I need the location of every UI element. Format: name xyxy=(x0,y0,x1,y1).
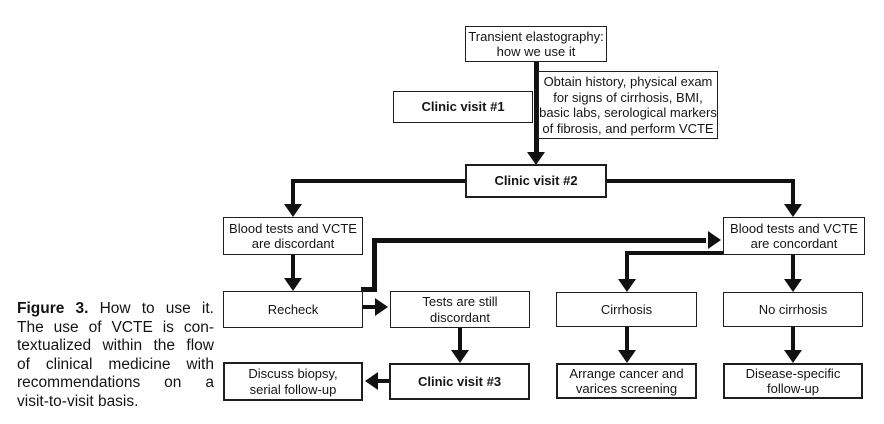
connector-title-to-clinic2 xyxy=(534,61,539,152)
arrowhead-recheck-to-tests xyxy=(375,298,388,316)
node-clinic-visit-1: Clinic visit #1 xyxy=(393,91,533,123)
caption-line: recommendations on a xyxy=(17,374,214,391)
node-discuss-biopsy: Discuss biopsy, serial follow-up xyxy=(223,362,363,401)
connector-tests-to-clinic3 xyxy=(458,328,462,350)
connector-recheck-to-tests xyxy=(363,305,375,309)
connector-recheck-to-concordant-stub xyxy=(361,287,377,292)
node-cirrhosis: Cirrhosis xyxy=(556,292,697,327)
connector-recheck-to-concordant-h xyxy=(372,238,706,243)
arrowhead-clinic2-to-discordant xyxy=(284,204,302,217)
connector-nocirrhosis-to-disease xyxy=(791,327,795,350)
node-no-cirrhosis: No cirrhosis xyxy=(723,292,863,327)
arrowhead-clinic2-to-concordant xyxy=(784,204,802,217)
caption-line: The use of VCTE is con- xyxy=(17,318,214,336)
node-arrange-screening: Arrange cancer and varices screening xyxy=(556,363,697,399)
connector-recheck-to-concordant-v xyxy=(372,238,377,292)
node-clinic-visit-3: Clinic visit #3 xyxy=(389,363,530,400)
connector-concordant-to-cirrhosis-v xyxy=(625,251,629,279)
arrowhead-discordant-to-recheck xyxy=(284,278,302,291)
caption-line: of clinical medicine with xyxy=(17,355,214,373)
caption-line: textualized within the flow xyxy=(17,337,214,354)
node-transient-elastography: Transient elastography: how we use it xyxy=(465,26,607,62)
connector-concordant-to-nocirrhosis xyxy=(791,255,795,279)
arrowhead-title-to-clinic2 xyxy=(527,152,545,165)
caption-line: Figure 3. How to use it. xyxy=(17,300,214,317)
figure-caption: Figure 3. How to use it. The use of VCTE… xyxy=(17,300,214,411)
arrowhead-cirrhosis-to-arrange xyxy=(618,350,636,363)
node-clinic-visit-2: Clinic visit #2 xyxy=(465,164,607,198)
arrowhead-concordant-to-cirrhosis xyxy=(618,279,636,292)
caption-line: visit-to-visit basis. xyxy=(17,392,139,410)
connector-concordant-to-cirrhosis-h xyxy=(625,251,725,255)
arrowhead-concordant-to-nocirrhosis xyxy=(784,279,802,292)
node-disease-specific-followup: Disease-specific follow-up xyxy=(723,363,863,399)
connector-clinic2-to-concordant-v xyxy=(791,179,795,204)
arrowhead-tests-to-clinic3 xyxy=(451,350,469,363)
arrowhead-nocirrhosis-to-disease xyxy=(784,350,802,363)
connector-clinic2-to-concordant-h xyxy=(605,179,795,183)
node-tests-discordant: Blood tests and VCTE are discordant xyxy=(223,217,363,255)
node-recheck: Recheck xyxy=(223,291,363,328)
connector-clinic2-to-discordant-h xyxy=(291,179,467,183)
connector-discordant-to-recheck xyxy=(291,255,295,278)
connector-cirrhosis-to-arrange xyxy=(625,327,629,350)
node-tests-concordant: Blood tests and VCTE are concordant xyxy=(723,217,865,255)
caption-figure-label: Figure 3. xyxy=(17,300,89,317)
connector-clinic3-to-discuss xyxy=(378,379,389,383)
connector-clinic2-to-discordant-v xyxy=(291,179,295,204)
node-obtain-history: Obtain history, physical exam for signs … xyxy=(538,71,718,139)
arrowhead-recheck-to-concordant xyxy=(708,231,721,249)
arrowhead-clinic3-to-discuss xyxy=(365,372,378,390)
node-tests-still-discordant: Tests are still discordant xyxy=(390,291,530,328)
